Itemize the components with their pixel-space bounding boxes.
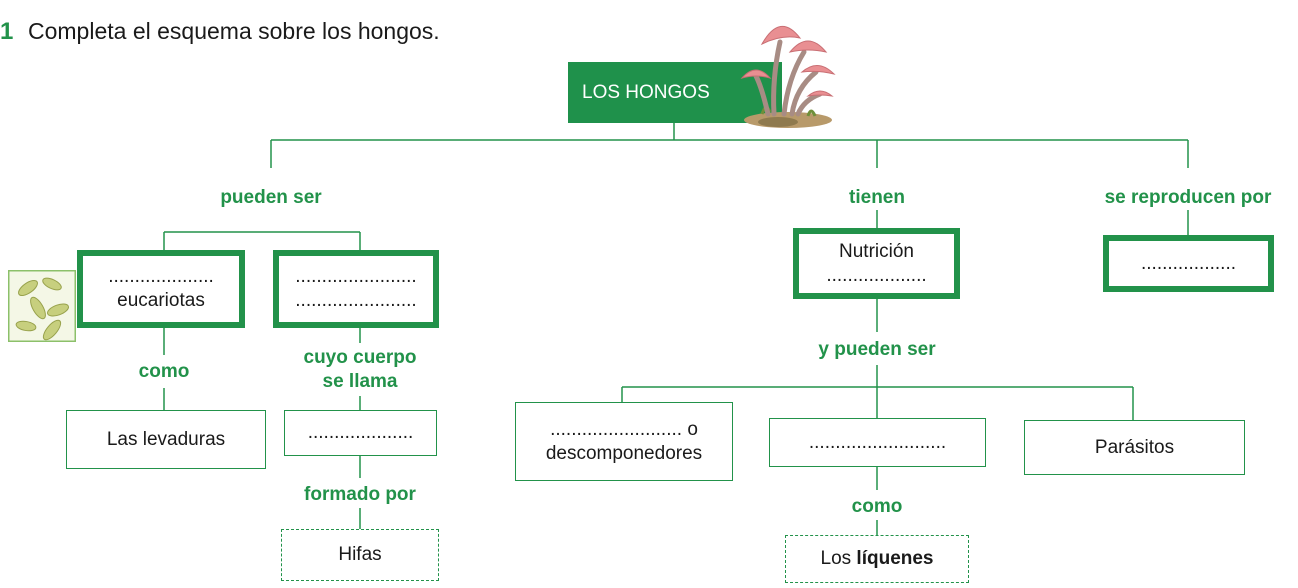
exercise-number: 1 bbox=[0, 18, 14, 45]
label-formado-por: formado por bbox=[304, 484, 416, 505]
text-hifas: Hifas bbox=[338, 544, 382, 565]
text-parasitos: Parásitos bbox=[1094, 436, 1175, 458]
box-descomponedores: ......................... o descomponedo… bbox=[515, 402, 733, 481]
blank-cuerpo[interactable]: .................... bbox=[307, 422, 414, 443]
blank-descomponedores[interactable]: ......................... o bbox=[550, 418, 698, 440]
label-tienen: tienen bbox=[849, 187, 905, 208]
label-cuyo-cuerpo-line2: se llama bbox=[322, 371, 398, 392]
label-pueden-ser: pueden ser bbox=[220, 187, 322, 208]
box-hifas: Hifas bbox=[281, 529, 439, 581]
box-levaduras: Las levaduras bbox=[66, 410, 266, 469]
mushroom-illustration bbox=[740, 26, 836, 128]
title-text: LOS HONGOS bbox=[582, 81, 710, 103]
box-eucariotas: .................... eucariotas bbox=[77, 250, 245, 328]
box-liquenes: Los líquenes bbox=[785, 535, 969, 583]
label-y-pueden-ser: y pueden ser bbox=[818, 339, 936, 360]
text-eucariotas: eucariotas bbox=[117, 290, 205, 311]
blank-nutricion[interactable]: ................... bbox=[826, 264, 927, 286]
label-se-reproducen-por: se reproducen por bbox=[1104, 187, 1272, 208]
text-liquenes-pre: Los bbox=[820, 548, 852, 569]
exercise-instruction: Completa el esquema sobre los hongos. bbox=[28, 18, 440, 44]
blank-eucariotas[interactable]: .................... bbox=[108, 266, 214, 287]
box-pluricelulares: ....................... ................… bbox=[273, 250, 439, 328]
blank-pluricelulares-1[interactable]: ....................... bbox=[295, 266, 417, 287]
blank-reproduccion[interactable]: .................. bbox=[1140, 252, 1237, 274]
text-descomponedores: descomponedores bbox=[545, 442, 703, 464]
box-cuerpo: .................... bbox=[284, 410, 437, 456]
text-levaduras: Las levaduras bbox=[106, 428, 226, 450]
text-nutricion: Nutrición bbox=[839, 240, 914, 262]
box-nutricion: Nutrición ................... bbox=[793, 228, 960, 299]
label-como-right: como bbox=[851, 496, 903, 517]
label-cuyo-cuerpo: cuyo cuerpo se llama bbox=[270, 346, 450, 394]
blank-pluricelulares-2[interactable]: ....................... bbox=[295, 290, 417, 311]
box-nutricion-tipo: .......................... bbox=[769, 418, 986, 467]
blank-nutricion-tipo[interactable]: .......................... bbox=[808, 431, 947, 453]
box-reproduccion: .................. bbox=[1103, 235, 1274, 292]
yeast-cells-image bbox=[8, 270, 76, 342]
label-como-left: como bbox=[138, 361, 190, 382]
label-cuyo-cuerpo-line1: cuyo cuerpo bbox=[303, 347, 417, 368]
title-box: LOS HONGOS bbox=[568, 62, 782, 123]
box-parasitos: Parásitos bbox=[1024, 420, 1245, 475]
text-liquenes: líquenes bbox=[856, 548, 934, 569]
